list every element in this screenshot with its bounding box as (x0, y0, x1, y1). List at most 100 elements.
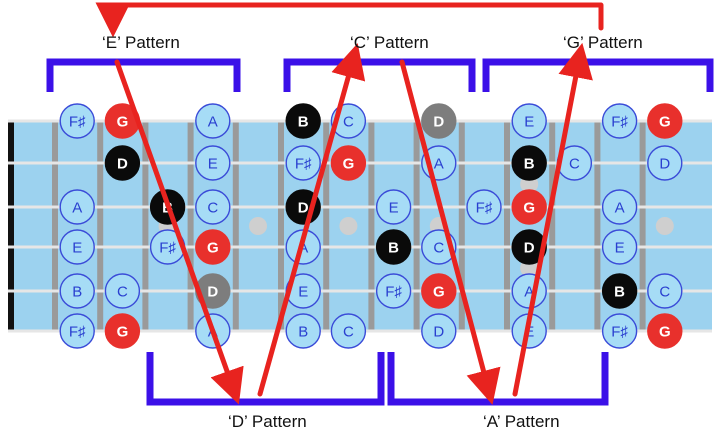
note-circle (59, 229, 95, 265)
note-d: D (104, 145, 141, 181)
bracket-g-pattern (482, 58, 714, 92)
fret-wire (278, 120, 284, 332)
fret-wire (52, 120, 58, 332)
note-b: B (375, 229, 412, 265)
note-c: C (195, 189, 231, 225)
inlay-dot (655, 217, 674, 235)
arrow-g-to-e (95, 2, 604, 38)
arrow-c-to-a (399, 59, 501, 405)
bracket-d-pattern (146, 352, 385, 406)
note-circle (195, 273, 231, 309)
fret-wire (97, 120, 104, 332)
note-circle (59, 103, 95, 139)
note-label: A (72, 200, 82, 217)
note-b: B (285, 103, 321, 139)
nut (8, 120, 14, 332)
note-label: D (433, 114, 444, 131)
note-label: A (208, 114, 218, 131)
note-c: C (330, 313, 367, 349)
note-label: E (615, 240, 625, 257)
note-label: E (524, 114, 534, 131)
note-e: E (511, 103, 547, 139)
note-g: G (104, 313, 141, 349)
note-circle (59, 273, 95, 309)
pattern-arrows (95, 2, 604, 405)
note-label: D (117, 156, 128, 173)
note-e: E (59, 229, 95, 265)
note-label: D (433, 324, 444, 341)
note-d: D (511, 229, 547, 265)
note-label: E (389, 200, 399, 217)
note-circle (195, 103, 231, 139)
fret-wire (232, 120, 239, 332)
note-label: F♯ (295, 156, 312, 173)
inlay-dot (339, 217, 358, 235)
arrow-e-to-d (114, 59, 244, 405)
note-fsharp: F♯ (375, 273, 412, 309)
fret-wire (549, 120, 556, 332)
note-fsharp: F♯ (59, 313, 95, 349)
label-g-pattern: ‘G’ Pattern (563, 33, 643, 52)
fret-wire (458, 120, 465, 332)
note-label: F♯ (476, 200, 493, 217)
bracket-c-pattern (283, 58, 476, 92)
note-label: D (298, 200, 309, 217)
note-e: E (195, 145, 231, 181)
note-b: B (59, 273, 95, 309)
note-label: F♯ (611, 324, 628, 341)
note-circle (195, 189, 231, 225)
note-label: B (72, 284, 82, 301)
note-label: G (659, 114, 671, 131)
note-label: C (343, 114, 354, 131)
note-label: E (298, 284, 308, 301)
note-d: D (421, 103, 457, 139)
note-circle (375, 229, 412, 265)
bracket-e-pattern (46, 58, 241, 92)
note-g: G (330, 145, 367, 181)
note-circle (421, 273, 457, 309)
note-label: F♯ (69, 114, 86, 131)
note-fsharp: F♯ (601, 313, 638, 349)
note-fsharp: F♯ (59, 103, 95, 139)
note-label: B (524, 156, 535, 173)
note-b: B (285, 313, 321, 349)
note-label: B (298, 324, 308, 341)
note-label: G (117, 324, 129, 341)
inlay-dot (249, 217, 267, 235)
note-d: D (195, 273, 231, 309)
bracket-a-pattern (387, 352, 609, 406)
note-a: A (601, 189, 638, 225)
note-circle (59, 189, 95, 225)
note-d: D (647, 145, 683, 181)
note-fsharp: F♯ (285, 145, 321, 181)
note-a: A (59, 189, 95, 225)
note-c: C (104, 273, 141, 309)
note-circle (285, 103, 321, 139)
note-label: E (72, 240, 82, 257)
note-circle (104, 313, 141, 349)
fret-wire (368, 120, 375, 332)
fret-wire (142, 120, 149, 332)
note-circle (330, 313, 367, 349)
note-g: G (195, 229, 231, 265)
note-circle (601, 189, 638, 225)
note-label: D (659, 156, 670, 173)
note-label: B (298, 114, 309, 131)
note-a: A (511, 273, 547, 309)
note-circle (511, 229, 547, 265)
note-label: G (433, 284, 445, 301)
note-label: A (615, 200, 625, 217)
note-label: G (659, 324, 671, 341)
note-circle (466, 189, 502, 225)
note-label: F♯ (69, 324, 86, 341)
note-label: F♯ (159, 240, 176, 257)
note-circle (421, 103, 457, 139)
note-label: D (207, 284, 218, 301)
note-label: C (207, 200, 218, 217)
note-label: C (569, 156, 580, 173)
note-circle (375, 273, 412, 309)
note-d: D (421, 313, 457, 349)
note-circle (195, 145, 231, 181)
